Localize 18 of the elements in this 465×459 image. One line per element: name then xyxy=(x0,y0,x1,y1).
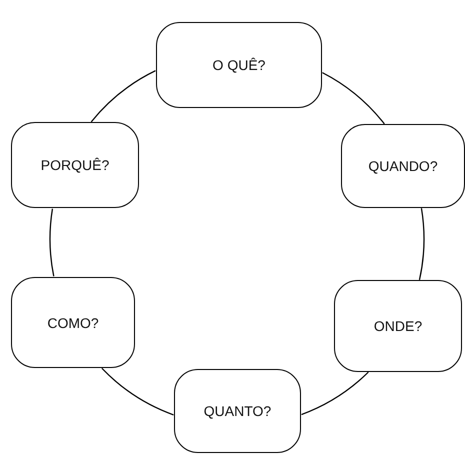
connector-arc xyxy=(322,72,385,124)
connector-arc xyxy=(101,368,174,416)
connector-arc xyxy=(90,70,156,122)
connector-arc xyxy=(49,208,54,276)
box-label: QUANTO? xyxy=(204,403,272,419)
box-label: ONDE? xyxy=(374,318,422,334)
rounded-box xyxy=(341,124,465,208)
connector-arc xyxy=(301,372,369,416)
box-label: QUANDO? xyxy=(368,158,438,174)
box-label: COMO? xyxy=(47,314,99,330)
rounded-box xyxy=(11,122,139,208)
rounded-box xyxy=(11,277,135,368)
rounded-box xyxy=(156,22,322,108)
box-label: PORQUÊ? xyxy=(40,157,110,173)
rounded-box xyxy=(334,280,462,372)
connector-arc xyxy=(418,208,425,280)
rounded-box xyxy=(174,369,301,453)
box-label: O QUÊ? xyxy=(212,57,266,73)
